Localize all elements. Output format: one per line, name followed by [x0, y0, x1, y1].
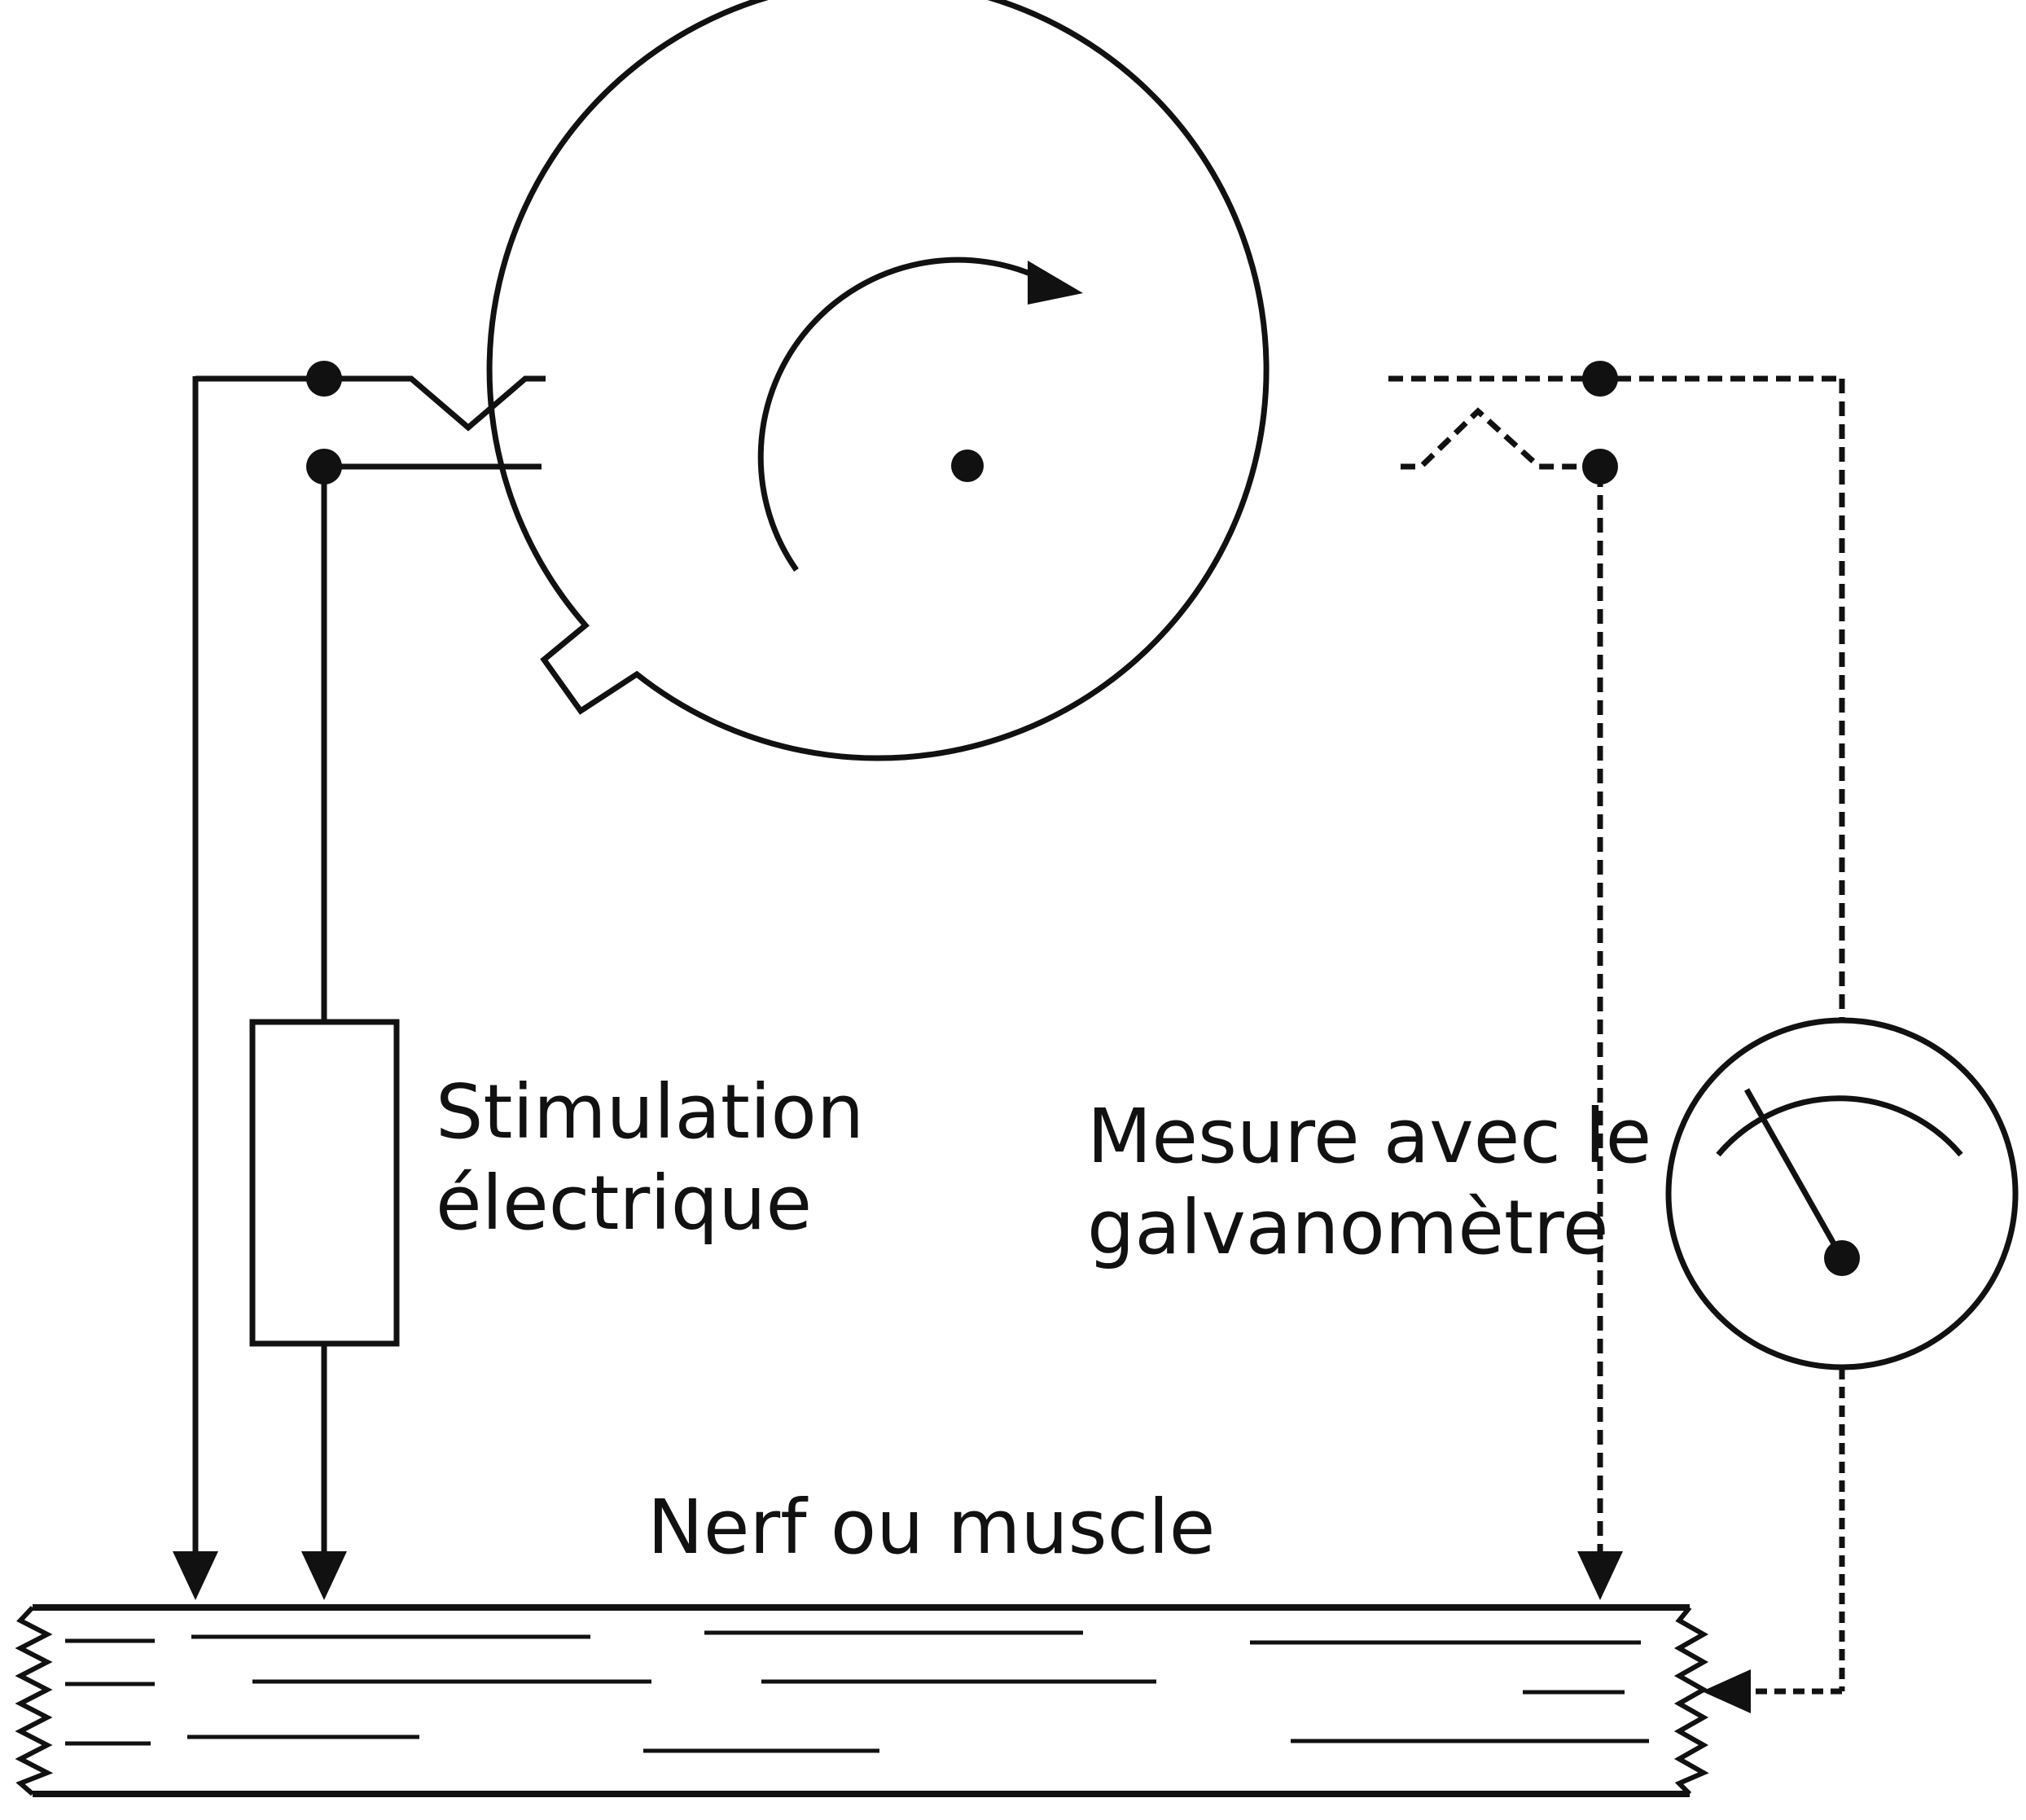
arrow-electrode-2: [301, 1551, 347, 1600]
measure-label-line2: galvanomètre: [1087, 1184, 1609, 1272]
contact-dot-bottom-right: [1582, 449, 1618, 485]
measure-contacts: [1388, 361, 1844, 485]
arrow-electrode-1: [173, 1551, 218, 1600]
arrow-electrode-3: [1577, 1551, 1623, 1600]
galvanometer-icon: [1665, 1017, 2019, 1370]
rotating-disc-icon: [486, 0, 1270, 761]
clockwise-arrow-icon: [757, 257, 1083, 572]
contact-dot-top-left: [306, 361, 342, 397]
disc-center-dot: [951, 450, 984, 482]
measure-wires: [1577, 379, 1845, 1713]
arrow-electrode-4: [1702, 1669, 1751, 1713]
measure-label: Mesure avec le galvanomètre: [1087, 1091, 1651, 1274]
nerve-muscle-tissue: [15, 1604, 1709, 1797]
stimulation-label-line2: électrique: [436, 1160, 813, 1248]
galvanometer-needle: [1743, 1088, 1845, 1260]
stimulation-label: Stimulation électrique: [436, 1067, 864, 1249]
needle-pivot: [1824, 1240, 1860, 1276]
measure-label-line1: Mesure avec le: [1087, 1093, 1652, 1180]
resistor-icon: [249, 1019, 400, 1347]
stimulation-wires: [173, 376, 347, 1600]
tissue-label-text: Nerf ou muscle: [647, 1484, 1216, 1571]
stimulation-label-line1: Stimulation: [436, 1068, 865, 1156]
contact-dot-top-right: [1582, 361, 1618, 397]
tissue-label: Nerf ou muscle: [647, 1482, 1215, 1573]
